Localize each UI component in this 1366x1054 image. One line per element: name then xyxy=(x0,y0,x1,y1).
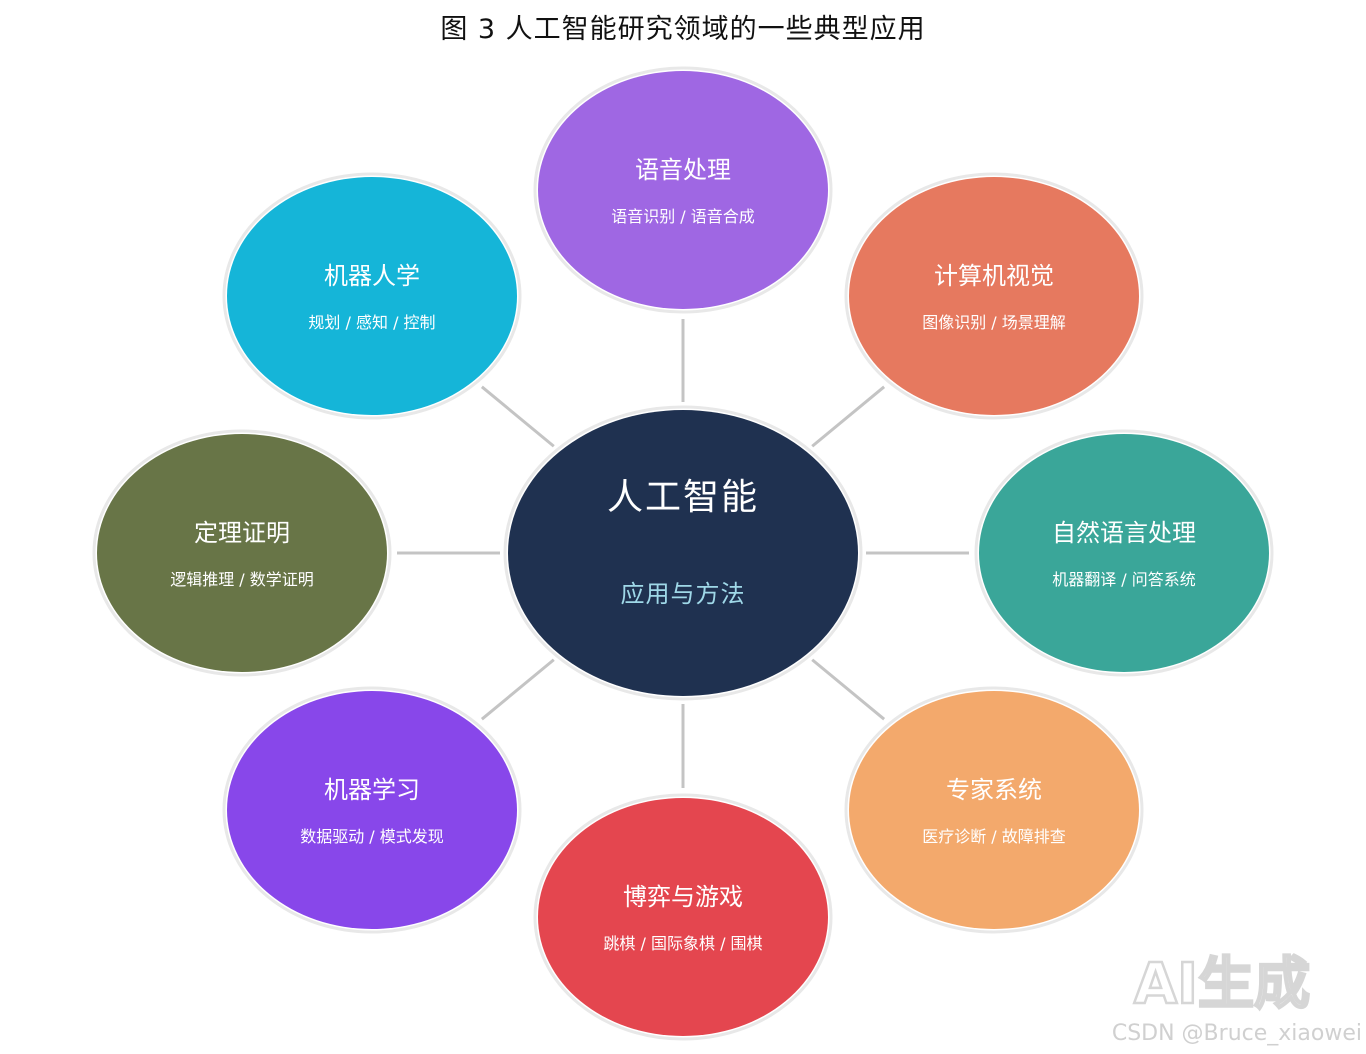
node-title-vision: 计算机视觉 xyxy=(934,262,1054,290)
node-title-games: 博弈与游戏 xyxy=(623,883,743,911)
center-node: 人工智能 应用与方法 xyxy=(503,405,863,701)
connector-expert xyxy=(811,658,886,721)
node-ellipse-theorem xyxy=(97,434,387,672)
node-ring-theorem xyxy=(92,429,392,677)
node-title-expert: 专家系统 xyxy=(946,776,1042,804)
node-subtitle-theorem: 逻辑推理 / 数学证明 xyxy=(170,570,314,589)
connector-ml xyxy=(480,658,555,721)
node-title-nlp: 自然语言处理 xyxy=(1052,519,1196,547)
center-node-title: 人工智能 xyxy=(607,477,759,518)
connector-robotics xyxy=(480,385,555,448)
node-subtitle-nlp: 机器翻译 / 问答系统 xyxy=(1052,570,1196,589)
node-ring-games xyxy=(533,793,833,1041)
node-ellipse-expert xyxy=(849,691,1139,929)
node-subtitle-robotics: 规划 / 感知 / 控制 xyxy=(308,313,435,332)
node-ring-vision xyxy=(844,172,1144,420)
node-ellipse-speech xyxy=(538,71,828,309)
node-ring-ml xyxy=(222,686,522,934)
node-subtitle-games: 跳棋 / 国际象棋 / 围棋 xyxy=(603,934,762,953)
node-title-speech: 语音处理 xyxy=(635,156,731,184)
center-node-ring xyxy=(503,405,863,701)
node-subtitle-speech: 语音识别 / 语音合成 xyxy=(611,207,755,226)
node-subtitle-expert: 医疗诊断 / 故障排查 xyxy=(922,827,1066,846)
node-subtitle-ml: 数据驱动 / 模式发现 xyxy=(300,827,444,846)
connector-vision xyxy=(811,385,886,448)
figure-title: 图 3 人工智能研究领域的一些典型应用 xyxy=(440,14,925,45)
node-ellipse-robotics xyxy=(227,177,517,415)
node-title-robotics: 机器人学 xyxy=(324,262,420,290)
node-ellipse-vision xyxy=(849,177,1139,415)
node-ellipse-ml xyxy=(227,691,517,929)
node-title-theorem: 定理证明 xyxy=(194,519,290,547)
connector-lines xyxy=(397,319,969,788)
watermark: AI生成 CSDN @Bruce_xiaowei xyxy=(1112,951,1362,1046)
node-ring-robotics xyxy=(222,172,522,420)
node-ring-speech xyxy=(533,66,833,314)
center-node-ellipse xyxy=(508,410,858,696)
node-ring-expert xyxy=(844,686,1144,934)
node-subtitle-vision: 图像识别 / 场景理解 xyxy=(922,313,1066,332)
node-ellipse-games xyxy=(538,798,828,1036)
node-title-ml: 机器学习 xyxy=(324,776,420,804)
node-ring-nlp xyxy=(974,429,1274,677)
watermark-credit: CSDN @Bruce_xiaowei xyxy=(1112,1021,1362,1046)
center-node-subtitle: 应用与方法 xyxy=(621,580,746,608)
node-ellipse-nlp xyxy=(979,434,1269,672)
watermark-main: AI生成 xyxy=(1134,952,1310,1017)
